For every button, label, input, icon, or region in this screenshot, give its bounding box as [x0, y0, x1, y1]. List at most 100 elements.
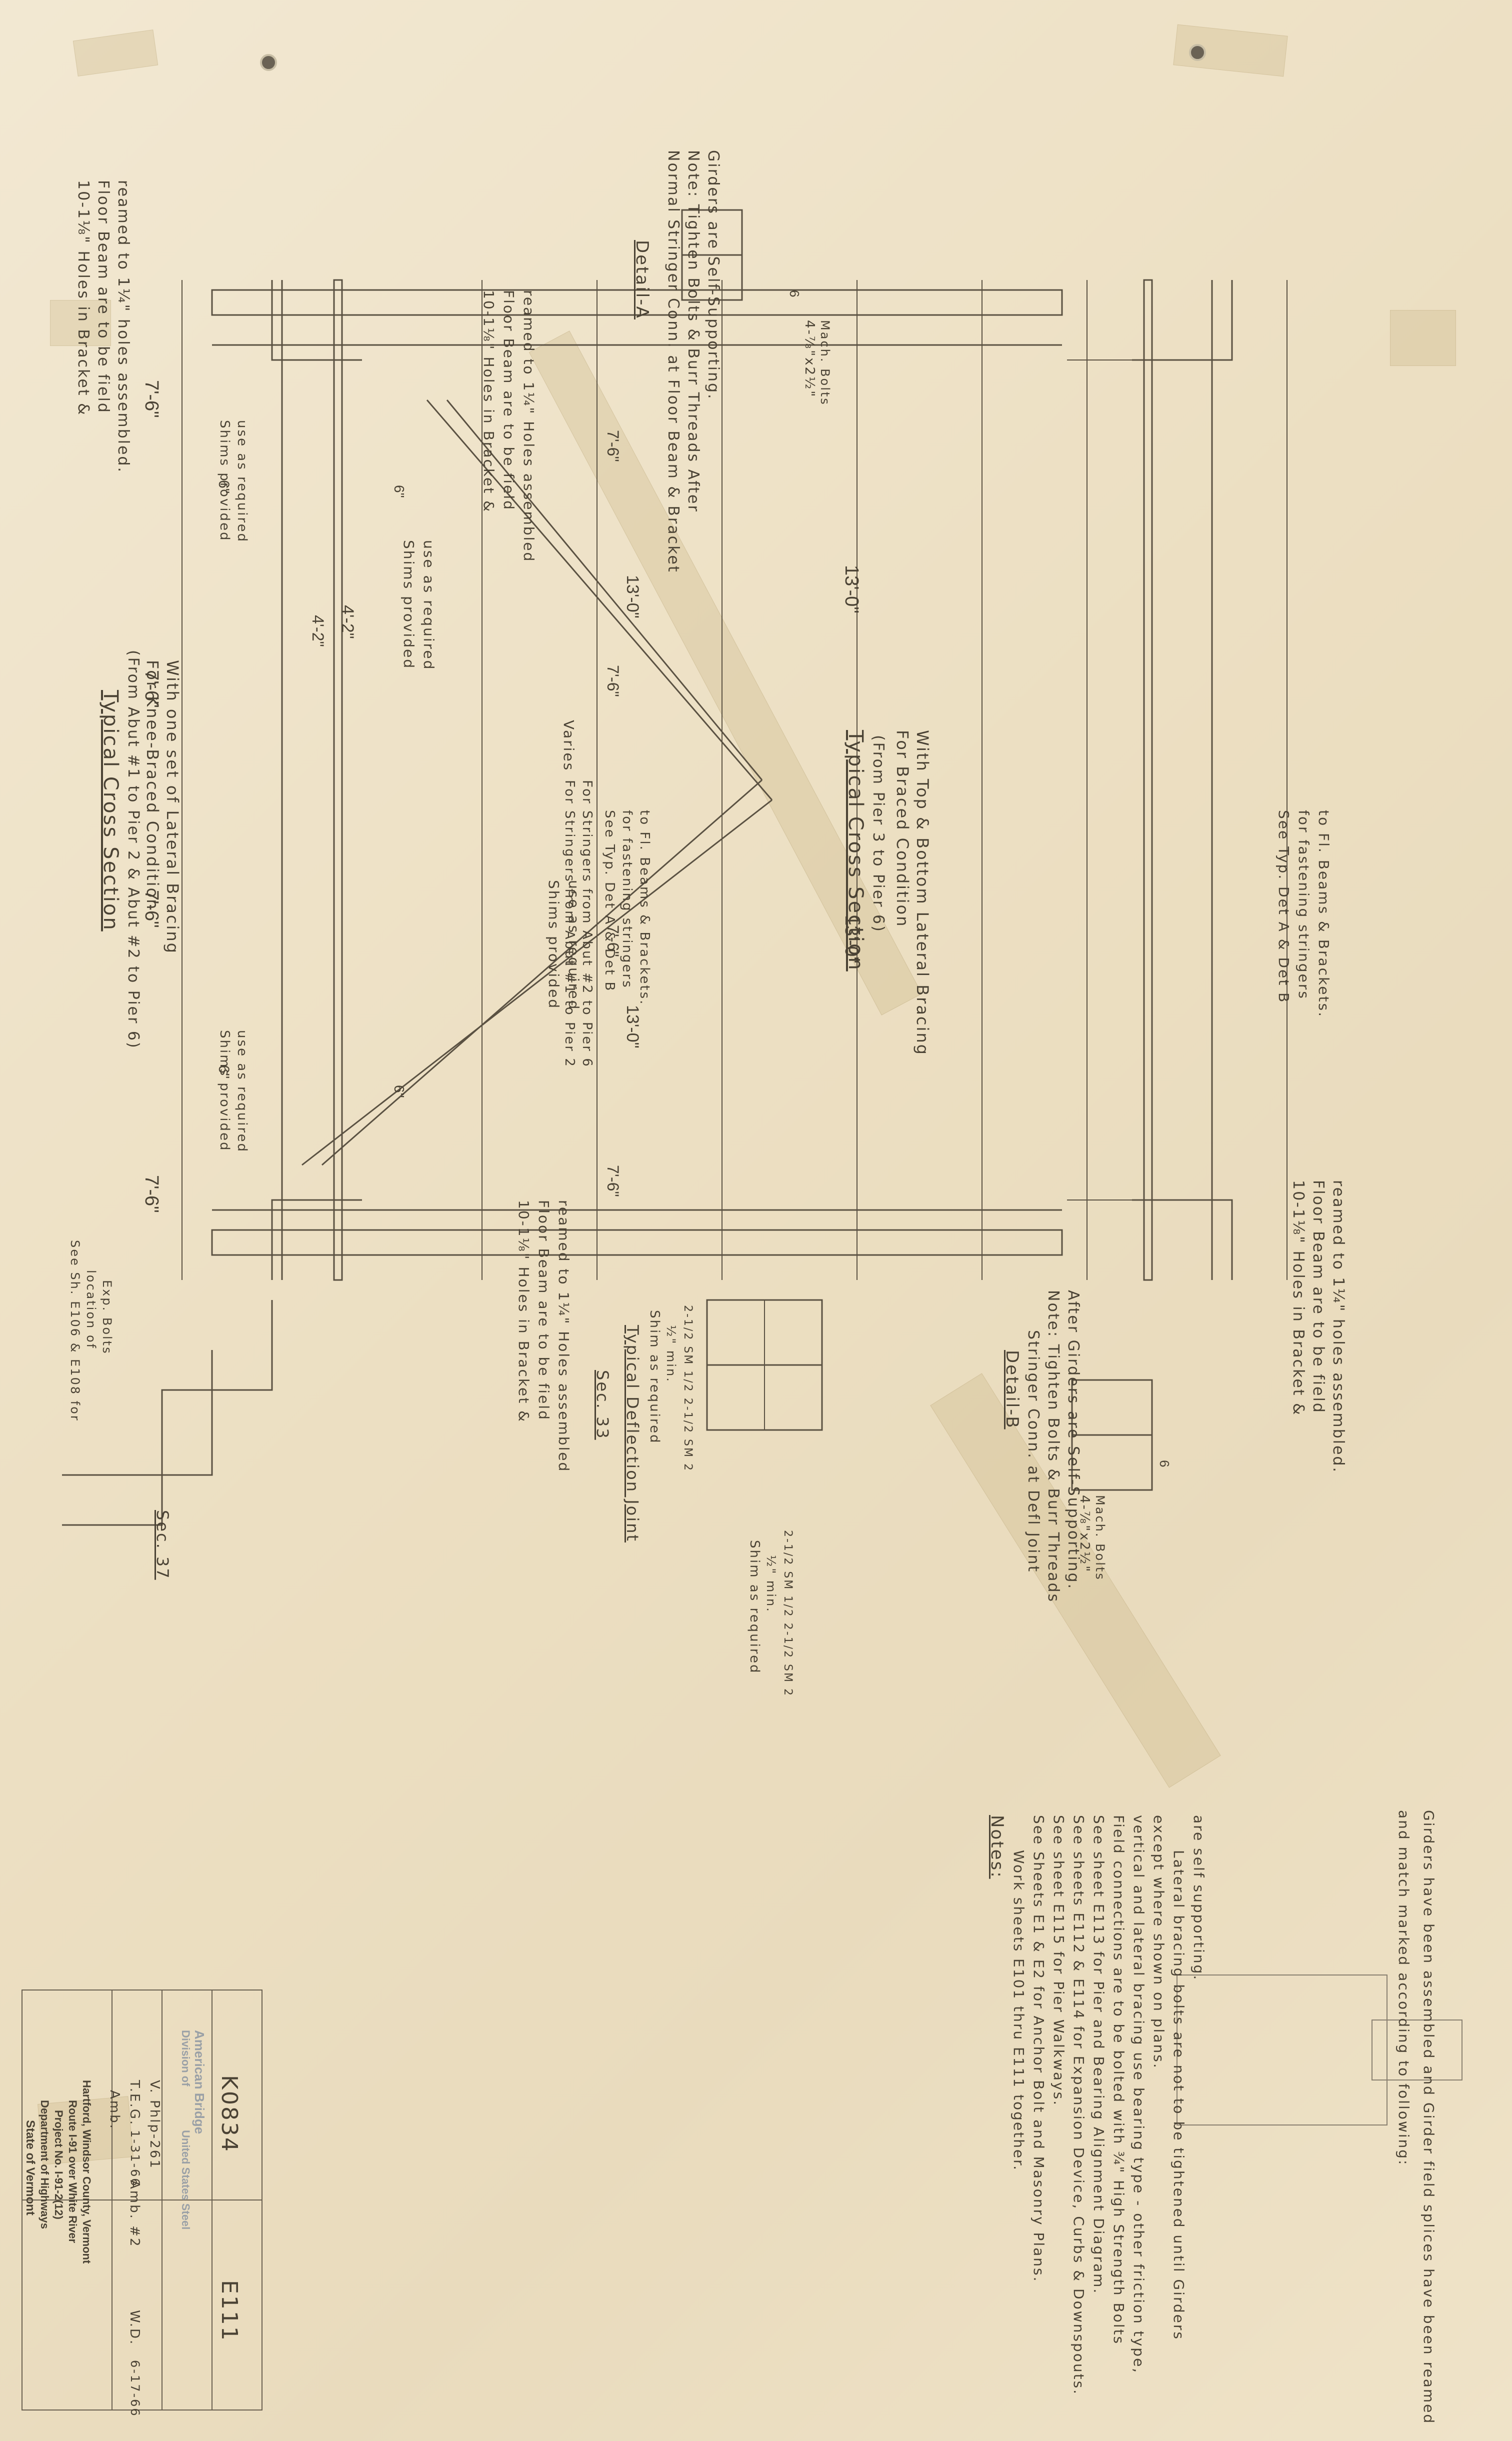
tb-state: State of Vermont	[24, 2120, 37, 2216]
deflection-shim-b3: 2-1/2 SM 1/2 2-1/2 SM 2	[782, 1530, 794, 1697]
top-hole-note-right-1: 10-1⅛" Holes in Bracket &	[1290, 1180, 1307, 1416]
detail-a-title: Detail-A	[632, 240, 652, 320]
bottom-dim-7-6-c: 7'-6"	[604, 925, 622, 957]
deflection-joint-title: Typical Deflection Joint	[623, 1325, 642, 1542]
top-hole-note-right-2: Floor Beam are to be field	[1310, 1180, 1327, 1414]
top-section-condition-1: For Braced Condition	[893, 730, 912, 928]
top-hole-note-3: reamed to 1¼" holes assembled.	[114, 180, 132, 474]
bottom-dim-13-0-b: 13'-0"	[623, 1005, 642, 1048]
approval-stamp-small	[1372, 2020, 1462, 2080]
notes-line-10: are self supporting.	[1190, 1815, 1207, 1982]
detail-b-mach: Mach. Bolts	[1093, 1495, 1107, 1581]
top-shims-1: Shims provided	[400, 540, 417, 670]
sec-37-label: Sec. 37	[153, 1510, 172, 1580]
deflection-shim-2: ½" min.	[664, 1325, 678, 1383]
bottom-hole-note-right-2: Floor Beam are to be field	[536, 1200, 552, 1421]
detail-b-line-2: Note: Tighten Bolts & Burr Threads	[1044, 1290, 1062, 1604]
top-section-title: Typical Cross Section	[844, 730, 867, 972]
top-dim-4-2: 4'-2"	[338, 605, 357, 639]
punch-hole	[1189, 44, 1206, 61]
bottom-shims-4: use as required	[234, 1030, 250, 1153]
top-hole-note-2: Floor Beam are to be field	[94, 180, 112, 414]
bottom-see-det-2: for fastening stringers	[620, 810, 634, 989]
see-sheet-1: See Sh. E106 & E108 for	[68, 1240, 82, 1422]
bottom-hole-note-right-3: reamed to 1¼" Holes assembled	[556, 1200, 572, 1473]
detail-b-bolts: 4-⅞"x2½"	[1077, 1495, 1092, 1574]
notes-line-2: See Sheets E1 & E2 for Anchor Bolt and M…	[1030, 1815, 1047, 2283]
bottom-stringers-2: For Stringers from Abut #2 to Pier 6	[580, 780, 594, 1068]
top-see-det-3: to Fl. Beams & Brackets.	[1316, 810, 1332, 1018]
approval-stamp	[1176, 1974, 1388, 2126]
tb-date-2: 6-17-66	[128, 2360, 142, 2418]
bottom-hole-note-3: reamed to 1¼" Holes assembled	[520, 290, 537, 563]
deflection-shim-b1: Shim as required	[747, 1540, 762, 1674]
tb-erection: V. Phlp-261	[147, 2080, 162, 2170]
tb-approved: W.D.	[127, 2310, 142, 2346]
top-dim-7-6-d: 7'-6"	[141, 1175, 162, 1213]
bottom-dim-6-b: 6"	[392, 1085, 407, 1098]
notes-header: Girders have been assembled and Girder f…	[1420, 1810, 1437, 2425]
top-section-range: (From Pier 3 to Pier 6)	[870, 735, 887, 933]
punch-hole	[260, 54, 277, 71]
bottom-hole-note-right-1: 10-1⅛" Holes in Bracket &	[516, 1200, 532, 1423]
sec-33-label: Sec. 33	[593, 1370, 612, 1440]
bottom-dim-7-6-b: 7'-6"	[604, 665, 622, 697]
bottom-section-range: (From Abut #1 to Pier 2 & Abut #2 to Pie…	[124, 650, 142, 1050]
bottom-section-condition-1: For Knee-Braced Condition	[143, 660, 162, 911]
top-hole-note-right-3: reamed to 1¼" holes assembled.	[1330, 1180, 1347, 1474]
notes-header-2: and match marked according to following:	[1396, 1810, 1412, 2166]
bottom-stringers-1: For Stringers from Abut #1 to Pier 2	[562, 780, 577, 1068]
detail-b-dim: 6	[1157, 1460, 1172, 1468]
bottom-section-title: Typical Cross Section	[99, 690, 122, 932]
detail-a-mach: Mach. Bolts	[818, 320, 832, 406]
tb-company-3: United States Steel	[180, 2130, 192, 2230]
notes-line-8: except where shown on plans.	[1150, 1815, 1167, 2070]
bottom-hole-note-1: 10-1⅛" Holes in Bracket &	[480, 290, 497, 513]
top-dim-7-6-a: 7'-6"	[141, 380, 162, 418]
notes-line-7: vertical and lateral bracing use bearing…	[1130, 1815, 1147, 2374]
detail-a-line-2: Note: Tighten Bolts & Burr Threads After	[684, 150, 702, 513]
tb-dept: Department of Highways	[38, 2100, 51, 2229]
deflection-shim-1: Shim as required	[647, 1310, 662, 1444]
bottom-hole-note-2: Floor Beam are to be field	[500, 290, 517, 511]
tb-checked: T.E.G.	[127, 2080, 142, 2126]
tape-strip	[50, 300, 111, 346]
see-sheet-3: Exp. Bolts	[100, 1280, 114, 1355]
bottom-dim-7-6-a: 7'-6"	[604, 430, 622, 462]
notes-line-6: Field connections are to be bolted with …	[1110, 1815, 1127, 2346]
detail-a-dim: 6	[787, 290, 802, 298]
bottom-see-det-3: to Fl. Beams & Brackets.	[637, 810, 652, 1006]
tb-sheet-id: K0834	[216, 2075, 242, 2153]
tb-date: 1-31-66	[128, 2130, 142, 2188]
sec-37-sketch	[62, 1300, 273, 1526]
top-see-det-1: See Typ. Det A & Det B	[1276, 810, 1292, 1004]
see-sheet-2: location of	[84, 1270, 98, 1350]
bottom-dim-7-6-d: 7'-6"	[604, 1165, 622, 1197]
notes-title: Notes:	[987, 1815, 1007, 1879]
detail-a-line-3: Girders are Self-Supporting.	[704, 150, 722, 400]
bottom-dim-4-2: 4'-2"	[309, 615, 327, 647]
tb-contract: Amb.	[107, 2090, 122, 2130]
top-hole-note-1: 10-1⅛" Holes in Bracket &	[74, 180, 92, 416]
notes-line-3: See sheet E115 for Pier Walkways.	[1050, 1815, 1067, 2107]
bottom-varies: Varies	[560, 720, 577, 772]
tb-project: Project No. I-91-2(12)	[52, 2110, 65, 2220]
tb-company-1: American Bridge	[192, 2030, 207, 2134]
notes-line-5: See sheet E113 for Pier and Bearing Alig…	[1090, 1815, 1107, 2295]
bottom-dim-13-0: 13'-0"	[623, 575, 642, 618]
top-dim-13-0: 13'-0"	[841, 565, 862, 614]
deck-slab	[333, 279, 343, 1281]
bottom-see-det-1: See Typ. Det A & Det B	[602, 810, 617, 992]
bottom-dim-6: 6"	[392, 485, 407, 498]
bottom-shims-2: use as required	[234, 420, 250, 543]
bottom-shims-3: Shims provided	[217, 1030, 232, 1152]
deck-slab	[1143, 279, 1153, 1281]
top-see-det-2: for fastening stringers	[1296, 810, 1312, 1000]
tb-route: Route I-91 over White River	[66, 2100, 79, 2244]
deflection-shim-3: 2-1/2 SM 1/2 2-1/2 SM 2	[682, 1305, 694, 1472]
tb-order: Amb. #2	[127, 2180, 142, 2248]
tb-sheet-no: E111	[216, 2280, 242, 2342]
